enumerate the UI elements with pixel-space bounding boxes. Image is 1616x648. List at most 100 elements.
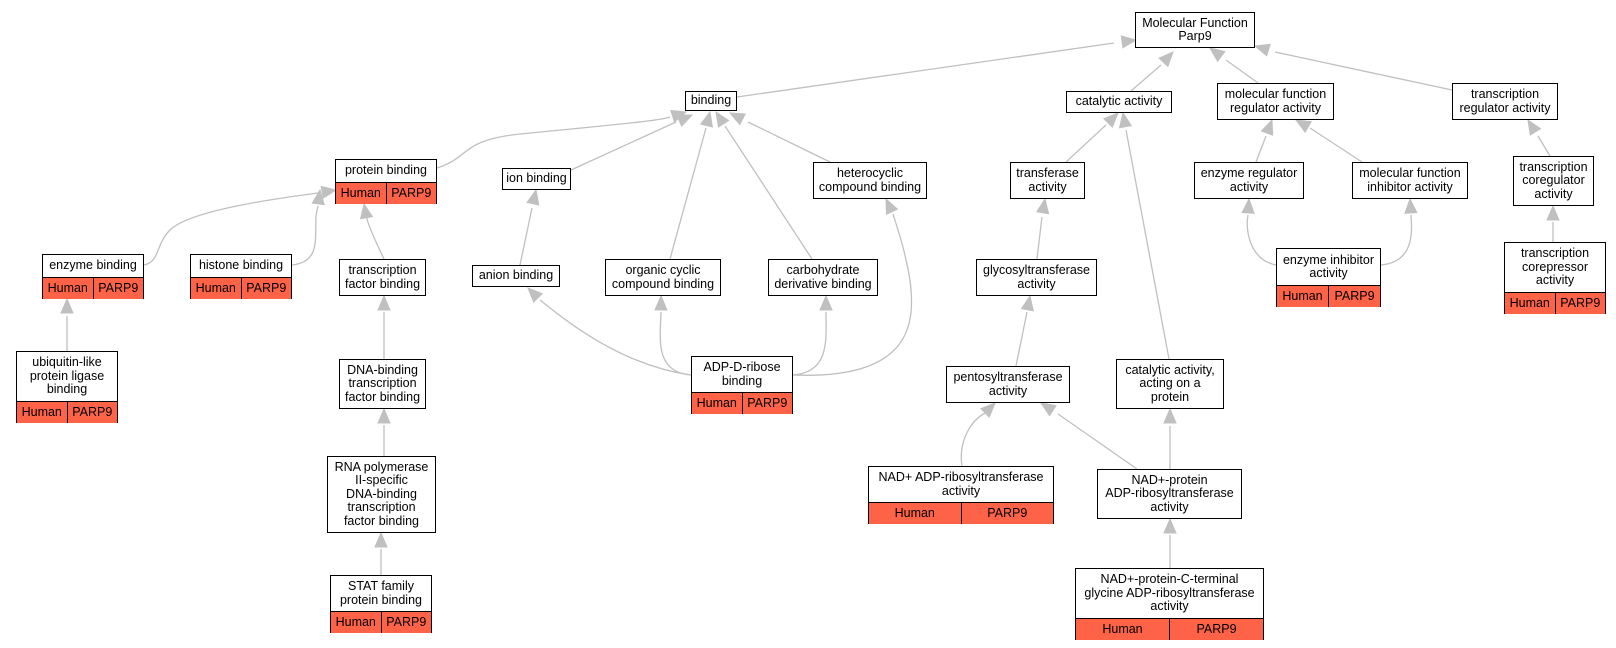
edge-ion-binding [570,121,677,171]
node-label: heterocyclic compound binding [818,166,922,194]
edge-adp-organic [659,311,692,376]
edge-stat-rna-arrowhead [374,531,388,548]
edge-glyco-transferase [1036,216,1043,260]
node-organic-cyclic-compound-binding[interactable]: organic cyclic compound binding [605,259,721,296]
edge-rna-dna-arrowhead [377,407,391,424]
node-pentosyltransferase-activity[interactable]: pentosyltransferase activity [946,366,1070,403]
node-label: molecular function inhibitor activity [1359,166,1461,194]
node-catalytic-activity[interactable]: catalytic activity [1066,91,1172,113]
species-cell: Human [195,280,236,295]
node-ion-binding[interactable]: ion binding [502,168,571,190]
node-nad-adp-ribosyltransferase-activity[interactable]: NAD+ ADP-ribosyltransferase activity Hum… [868,466,1054,524]
node-transcription-factor-binding[interactable]: transcription factor binding [339,259,426,296]
gene-cell: PARP9 [66,402,118,423]
edge-adp-organic-arrowhead [654,294,668,311]
species-cell: Human [47,280,88,295]
edge-cterm-nadprot-arrowhead [1163,517,1177,534]
node-label: catalytic activity [1075,94,1163,109]
edge-histone-protein-arrowhead [311,188,325,206]
edge-inhib-enzreg-arrowhead [1241,197,1255,214]
edge-binding-root [736,42,1115,98]
node-transferase-activity[interactable]: transferase activity [1010,162,1085,199]
gene-cell: PARP9 [741,393,793,414]
node-label: transcription coregulator activity [1519,159,1588,201]
edge-catalytic-root-arrowhead [1158,51,1174,68]
node-label: binding [690,93,732,108]
node-label: transferase activity [1016,166,1079,194]
node-label: protein binding [344,163,427,178]
node-label: carbohydrate derivative binding [774,263,872,291]
edge-txreg-root-arrowhead [1253,43,1271,57]
node-molecular-function-root[interactable]: Molecular Function Parp9 [1135,12,1255,48]
node-carbohydrate-derivative-binding[interactable]: carbohydrate derivative binding [768,259,878,296]
species-cell: Human [894,505,935,520]
node-nad-protein-adp-ribosyltransferase-activity[interactable]: NAD+-protein ADP-ribosyltransferase acti… [1097,469,1242,519]
edge-protcat-catalytic-arrowhead [1118,111,1133,129]
node-glycosyltransferase-activity[interactable]: glycosyltransferase activity [976,259,1097,296]
edge-adp-carbo-arrowhead [819,294,833,311]
annotation-row: Human PARP9 [1277,285,1380,307]
edge-histone-protein [291,205,319,266]
node-nad-protein-c-terminal-glycine-adp-ribosyltransferase[interactable]: NAD+-protein-C-terminal glycine ADP-ribo… [1075,568,1264,640]
node-adp-d-ribose-binding[interactable]: ADP-D-ribose binding Human PARP9 [691,356,793,414]
node-mf-regulator-activity[interactable]: molecular function regulator activity [1217,83,1334,120]
edge-coreg-txreg-arrowhead [1527,118,1542,136]
node-anion-binding[interactable]: anion binding [472,265,560,287]
edge-nadprot-protcat-arrowhead [1163,407,1177,424]
node-enzyme-regulator-activity[interactable]: enzyme regulator activity [1194,162,1304,199]
edge-txreg-root [1274,51,1453,91]
node-label: organic cyclic compound binding [611,263,715,291]
node-mf-inhibitor-activity[interactable]: molecular function inhibitor activity [1352,162,1468,199]
edge-enzreg-mfreg [1255,135,1267,163]
species-cell: Human [1102,621,1143,636]
annotation-row: Human PARP9 [43,277,143,299]
node-dna-binding-tf-binding[interactable]: DNA-binding transcription factor binding [339,359,426,409]
node-label: enzyme inhibitor activity [1282,252,1374,280]
species-cell: Human [340,185,381,200]
edge-adp-hetero-arrowhead [885,197,899,215]
gene-cell: PARP9 [1328,286,1380,307]
edge-transferase-catalytic-arrowhead [1103,112,1119,128]
node-transcription-regulator-activity[interactable]: transcription regulator activity [1452,83,1558,120]
node-label: STAT family protein binding [339,579,422,607]
node-catalytic-activity-acting-on-protein[interactable]: catalytic activity, acting on a protein [1116,359,1224,409]
node-label: Molecular Function Parp9 [1142,15,1248,43]
node-rna-polymerase-ii-tf-binding[interactable]: RNA polymerase II-specific DNA-binding t… [327,456,436,533]
annotation-row: Human PARP9 [331,611,431,633]
edge-protcat-catalytic [1125,129,1170,360]
edge-pento-glyco-arrowhead [1020,294,1034,312]
node-binding[interactable]: binding [685,91,737,111]
node-label: molecular function regulator activity [1224,87,1327,115]
edge-nadprot-pento [1057,413,1138,470]
edge-mfreg-root [1225,59,1259,84]
edge-binding-root-arrowhead [1120,35,1138,49]
node-label: NAD+ ADP-ribosyltransferase activity [878,470,1044,498]
node-histone-binding[interactable]: histone binding Human PARP9 [190,254,292,299]
gene-cell: PARP9 [960,503,1054,524]
node-enzyme-binding[interactable]: enzyme binding Human PARP9 [42,254,144,299]
edge-inhib-enzreg [1246,214,1277,266]
node-enzyme-inhibitor-activity[interactable]: enzyme inhibitor activity Human PARP9 [1276,248,1381,307]
edge-enzyme-protein [143,192,319,266]
node-protein-binding[interactable]: protein binding Human PARP9 [335,159,437,204]
gene-cell: PARP9 [1169,619,1263,640]
annotation-row: Human PARP9 [1076,618,1263,640]
node-label: transcription corepressor activity [1520,246,1590,288]
node-label: pentosyltransferase activity [953,370,1063,398]
node-heterocyclic-compound-binding[interactable]: heterocyclic compound binding [813,162,927,199]
edge-hetero-binding [747,121,831,163]
node-stat-family-protein-binding[interactable]: STAT family protein binding Human PARP9 [330,575,432,633]
edge-pento-glyco [1015,311,1028,367]
edge-tf-protein [365,214,385,260]
edge-carbo-binding-arrowhead [715,110,730,128]
edge-nadprot-pento-arrowhead [1039,402,1057,417]
node-transcription-corepressor-activity[interactable]: transcription corepressor activity Human… [1504,242,1606,314]
annotation-row: Human PARP9 [336,182,436,204]
node-transcription-coregulator-activity[interactable]: transcription coregulator activity [1513,156,1594,206]
edge-organic-binding [669,127,707,260]
node-ubiquitin-like-protein-ligase-binding[interactable]: ubiquitin-like protein ligase binding Hu… [16,351,118,423]
annotation-row: Human PARP9 [869,502,1053,524]
edge-enzyme-protein-arrowhead [320,185,338,200]
edge-adp-anion-arrowhead [527,287,543,303]
